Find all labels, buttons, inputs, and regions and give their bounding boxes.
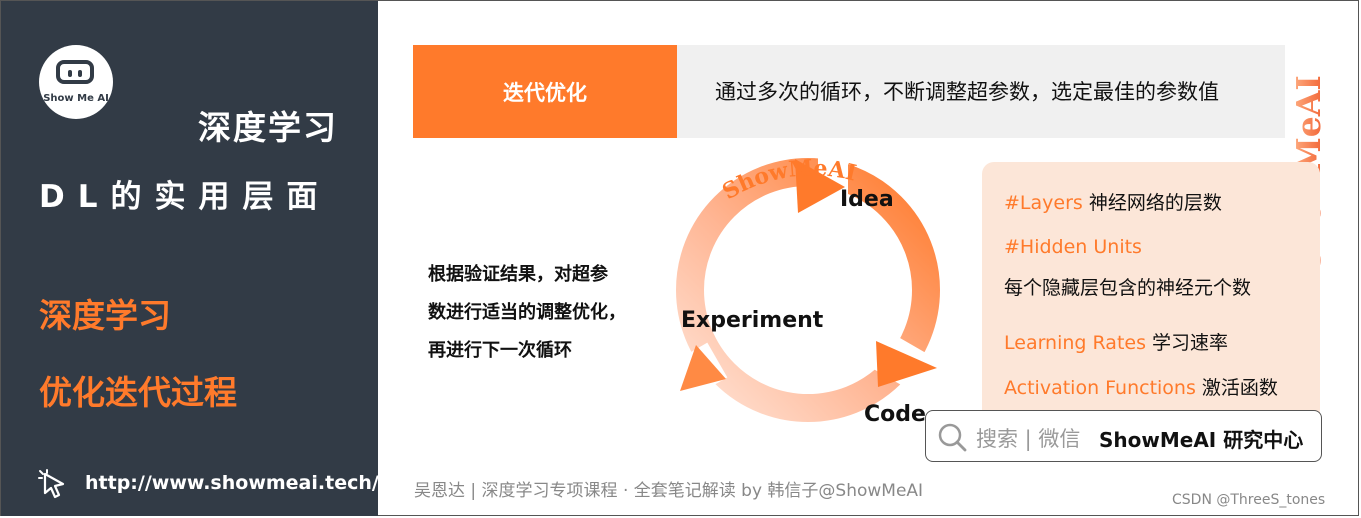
hyperparameter-box xyxy=(982,162,1320,432)
showmeai-logo: Show Me AI xyxy=(39,45,113,119)
robot-face-icon xyxy=(56,60,94,84)
header-label: 迭代优化 xyxy=(413,45,677,138)
cycle-arc-text-path: ShowMeAI xyxy=(718,155,859,205)
search-icon xyxy=(938,423,967,452)
hidden-units-desc: 每个隐藏层包含的神经元个数 xyxy=(1004,277,1252,299)
hidden-units-key: #Hidden Units xyxy=(1004,236,1142,258)
layers-key: #Layers xyxy=(1004,192,1083,214)
arrow-to-experiment xyxy=(680,345,726,391)
header-bar xyxy=(677,45,1285,138)
sidebar-heading-2: 优化迭代过程 xyxy=(39,373,237,412)
arrow-to-code xyxy=(876,341,937,387)
search-brand: ShowMeAI 研究中心 xyxy=(1099,428,1304,452)
cursor-click-icon xyxy=(38,469,65,499)
act-desc: 激活函数 xyxy=(1195,377,1278,399)
wechat-search-box[interactable]: 搜索 | 微信 ShowMeAI 研究中心 xyxy=(925,410,1322,462)
footer-credit: 吴恩达 | 深度学习专项课程 · 全套笔记解读 by 韩信子@ShowMeAI xyxy=(414,481,924,501)
search-prompt: 搜索 | 微信 xyxy=(976,427,1081,451)
logo-text: Show Me AI xyxy=(43,93,109,104)
sidebar-title: 深度学习 xyxy=(198,108,338,147)
cycle-description: 根据验证结果，对超参 数进行适当的调整优化， 再进行下一次循环 xyxy=(428,256,658,370)
iteration-cycle-diagram: ShowMeAI xyxy=(672,155,940,422)
cycle-arc-text: ShowMeAI xyxy=(718,155,859,205)
sidebar-heading-1: 深度学习 xyxy=(39,296,171,335)
hidden-key-text: #Hidden Units xyxy=(1004,236,1142,258)
description-line-3: 再进行下一次循环 xyxy=(428,340,572,361)
idea-label: Idea xyxy=(840,187,894,212)
lr-desc: 学习速率 xyxy=(1146,332,1229,354)
code-label: Code xyxy=(864,402,926,427)
sidebar: Show Me AI 深度学习 DL的实用层面 深度学习 优化迭代过程 http… xyxy=(1,1,379,516)
description-line-1: 根据验证结果，对超参 xyxy=(428,264,608,285)
lr-key: Learning Rates xyxy=(1004,332,1146,354)
arrow-to-idea xyxy=(795,159,845,213)
layers-desc: 神经网络的层数 xyxy=(1082,192,1222,214)
experiment-label: Experiment xyxy=(681,308,824,333)
header-text: 通过多次的循环，不断调整超参数，选定最佳的参数值 xyxy=(715,80,1219,104)
description-line-2: 数进行适当的调整优化， xyxy=(428,302,626,323)
sidebar-subtitle: DL的实用层面 xyxy=(39,179,331,215)
activation-item: Activation Functions 激活函数 xyxy=(1004,373,1278,400)
csdn-watermark: CSDN @ThreeS_tones xyxy=(1172,492,1326,508)
layers-item: #Layers 神经网络的层数 xyxy=(1004,188,1222,215)
act-key: Activation Functions xyxy=(1004,377,1196,399)
website-link[interactable]: http://www.showmeai.tech/ xyxy=(85,472,379,494)
header-label-text: 迭代优化 xyxy=(503,80,587,105)
learning-rate-item: Learning Rates 学习速率 xyxy=(1004,328,1228,355)
